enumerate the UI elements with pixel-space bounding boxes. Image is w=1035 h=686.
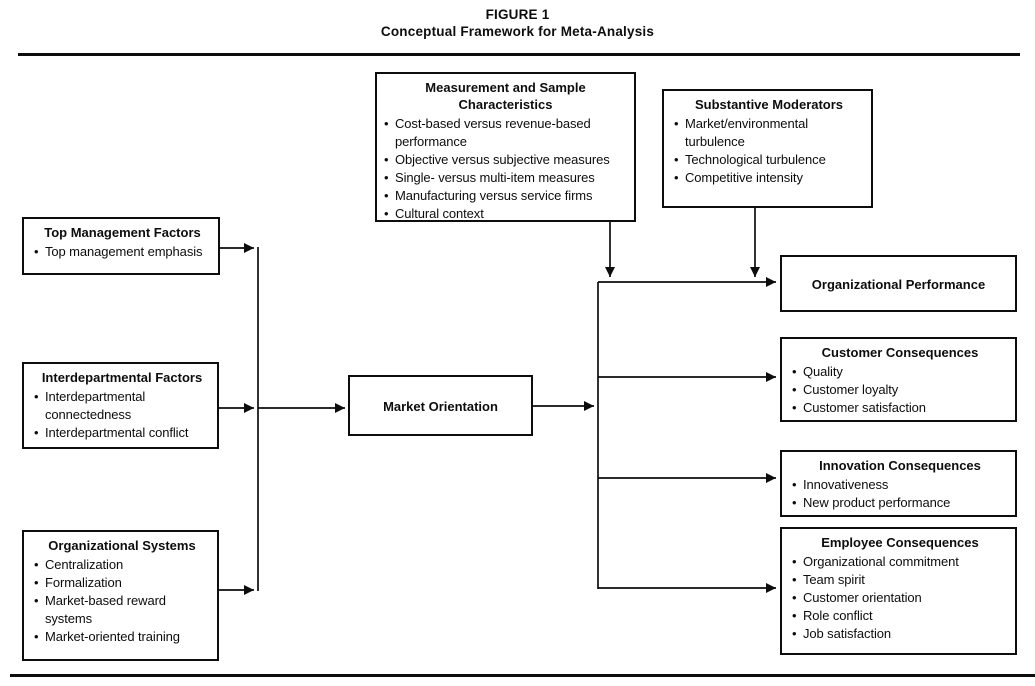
box-title: Organizational Systems	[48, 538, 196, 553]
box-title: Innovation Consequences	[819, 458, 981, 473]
box-title: Substantive Moderators	[694, 97, 844, 112]
list-item: Competitive intensity	[672, 169, 866, 187]
box-customer-consequences: Customer Consequences Quality Customer l…	[780, 337, 1017, 422]
box-top-management-factors: Top Management Factors Top management em…	[22, 217, 220, 275]
figure-label: FIGURE 1	[485, 7, 550, 22]
list-item: Cultural context	[382, 205, 629, 223]
list-item: Innovativeness	[790, 476, 1010, 494]
box-measurement-sample-characteristics: Measurement and Sample Characteristics C…	[375, 72, 636, 223]
list-item: Quality	[790, 363, 1010, 381]
figure-header: FIGURE 1 Conceptual Framework for Meta-A…	[0, 6, 1035, 40]
list-item: Market-oriented training	[32, 628, 212, 646]
bottom-rule	[10, 674, 1035, 677]
list-item: Job satisfaction	[790, 625, 1010, 643]
list-item: Manufacturing versus service firms	[382, 187, 629, 205]
list-item: Technological turbulence	[672, 151, 866, 169]
list-item: Cost-based versus revenue-based performa…	[382, 115, 629, 151]
box-market-orientation: Market Orientation	[348, 375, 533, 436]
box-title: Customer Consequences	[821, 345, 979, 360]
list-item: Formalization	[32, 574, 212, 592]
box-employee-consequences: Employee Consequences Organizational com…	[780, 527, 1017, 655]
list-item: Team spirit	[790, 571, 1010, 589]
box-title: Market Orientation	[383, 398, 498, 414]
list-item: Single- versus multi-item measures	[382, 169, 629, 187]
list-item: Interdepartmental connectedness	[32, 388, 212, 424]
box-organizational-systems: Organizational Systems Centralization Fo…	[22, 530, 219, 661]
list-item: Role conflict	[790, 607, 1010, 625]
box-title: Employee Consequences	[821, 535, 979, 550]
list-item: Objective versus subjective measures	[382, 151, 629, 169]
box-interdepartmental-factors: Interdepartmental Factors Interdepartmen…	[22, 362, 219, 449]
top-rule	[18, 53, 1020, 56]
list-item: Customer orientation	[790, 589, 1010, 607]
box-organizational-performance: Organizational Performance	[780, 255, 1017, 312]
list-item: Customer loyalty	[790, 381, 1010, 399]
list-item: New product performance	[790, 494, 1010, 512]
box-title: Top Management Factors	[44, 225, 201, 240]
list-item: Customer satisfaction	[790, 399, 1010, 417]
box-title: Measurement and Sample Characteristics	[425, 80, 586, 112]
list-item: Market-based reward systems	[32, 592, 212, 628]
figure-title: Conceptual Framework for Meta-Analysis	[380, 24, 655, 39]
list-item: Market/environmental turbulence	[672, 115, 866, 151]
list-item: Organizational commitment	[790, 553, 1010, 571]
box-substantive-moderators: Substantive Moderators Market/environmen…	[662, 89, 873, 208]
box-title: Organizational Performance	[811, 276, 986, 292]
list-item: Top management emphasis	[32, 243, 213, 261]
list-item: Interdepartmental conflict	[32, 424, 212, 442]
box-title: Interdepartmental Factors	[41, 370, 203, 385]
list-item: Centralization	[32, 556, 212, 574]
box-innovation-consequences: Innovation Consequences Innovativeness N…	[780, 450, 1017, 517]
